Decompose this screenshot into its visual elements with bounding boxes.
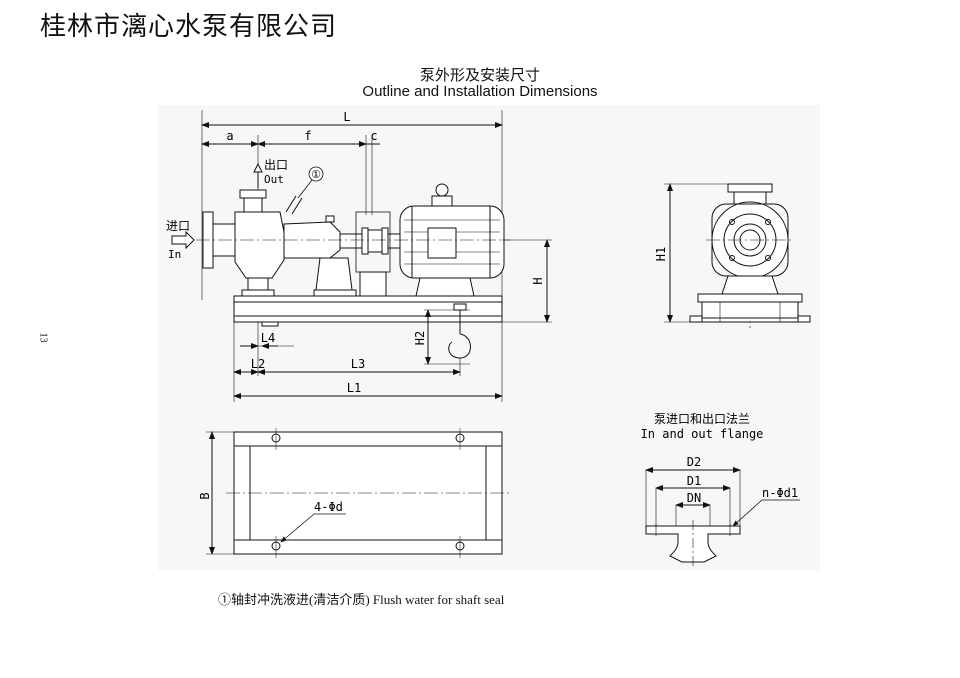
inlet-label-cn: 进口 xyxy=(166,219,190,233)
footnote: ①轴封冲洗液进(清洁介质) Flush water for shaft seal xyxy=(218,592,505,607)
company-name: 桂林市漓心水泵有限公司 xyxy=(40,12,338,42)
drawing-title-en: Outline and Installation Dimensions xyxy=(362,83,598,100)
flange-holes-label: n-Φd1 xyxy=(762,486,798,500)
dim-L2: L2 xyxy=(251,357,265,371)
dim-L4: L4 xyxy=(261,331,275,345)
dim-B: B xyxy=(198,492,212,499)
dim-L: L xyxy=(343,110,350,124)
dim-H2: H2 xyxy=(413,331,427,345)
dim-L1: L1 xyxy=(347,381,361,395)
flange-title-cn: 泵进口和出口法兰 xyxy=(654,412,750,426)
dim-L3: L3 xyxy=(351,357,365,371)
outlet-label-cn: 出口 xyxy=(264,158,288,172)
dim-D2: D2 xyxy=(687,455,701,469)
bolt-holes-label: 4-Φd xyxy=(314,500,343,514)
inlet-label-en: In xyxy=(168,248,181,261)
dim-D1: D1 xyxy=(687,474,701,488)
dim-H: H xyxy=(531,277,545,284)
dim-H1: H1 xyxy=(654,247,668,261)
flange-title-en: In and out flange xyxy=(641,427,764,441)
dim-c: c xyxy=(370,129,377,143)
dim-DN: DN xyxy=(687,491,701,505)
flush-port-marker: ① xyxy=(311,168,321,181)
dim-f: f xyxy=(304,129,311,143)
dim-a: a xyxy=(226,129,233,143)
outlet-label-en: Out xyxy=(264,173,284,186)
drawing-title-cn: 泵外形及安装尺寸 xyxy=(419,66,540,84)
